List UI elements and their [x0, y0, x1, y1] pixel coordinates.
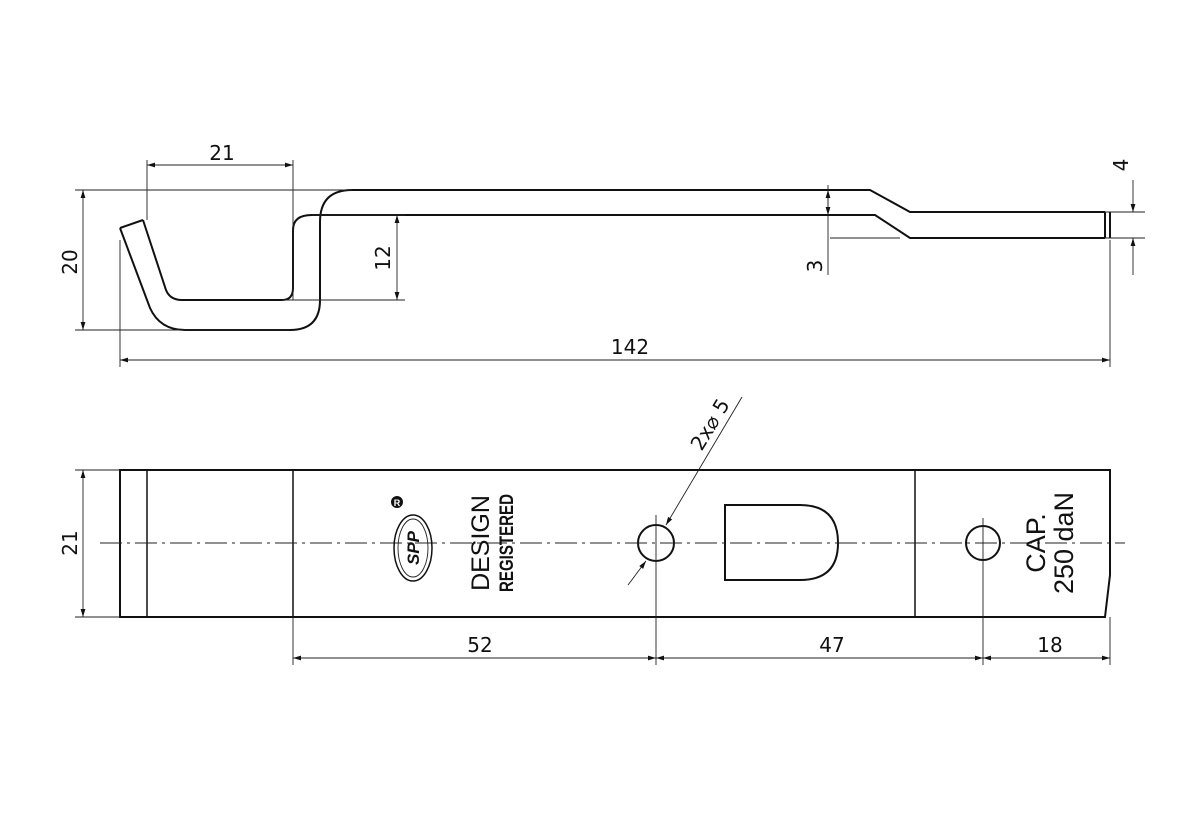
- marking-design: DESIGN: [467, 495, 495, 591]
- dim-hole-callout: 2x⌀ 5: [685, 394, 734, 454]
- dim-hole-spacing: 47: [819, 633, 844, 657]
- hole-leader: [665, 396, 743, 526]
- dim-hole-to-end: 18: [1037, 633, 1062, 657]
- registered-icon: [391, 496, 403, 508]
- side-view: 21 20 12 3 4 142: [58, 141, 1145, 367]
- strap-outline: [119, 469, 1111, 618]
- dim-width: 21: [58, 530, 82, 555]
- slot: [724, 504, 840, 581]
- rod-end: [1104, 212, 1111, 238]
- dim-hook-width: 21: [209, 141, 234, 165]
- marking-cap: CAP.: [1021, 513, 1051, 573]
- hook-inner-profile: [142, 214, 1105, 301]
- registered-letter: R: [394, 498, 401, 508]
- marking-capacity: 250 daN: [1049, 492, 1079, 594]
- dim-overall-length: 142: [611, 335, 649, 359]
- hook-outer-profile: [119, 189, 1105, 331]
- dim-inner-height: 12: [371, 245, 395, 270]
- dim-tip-thickness: 4: [1109, 159, 1133, 172]
- hole-centerlines: [75, 469, 1111, 665]
- bend-lines: [146, 470, 916, 617]
- dim-offset: 3: [803, 260, 827, 273]
- hole-leader-tail: [627, 560, 647, 586]
- extension-lines: [75, 160, 1145, 367]
- plan-view: 2x⌀ 5 21 52 47 18 SPP R DESIGN REGISTERE…: [58, 394, 1125, 665]
- hook-tip-cut: [119, 219, 144, 229]
- logo-text: SPP: [404, 530, 423, 565]
- dim-overall-height: 20: [58, 249, 82, 274]
- spp-logo: SPP R: [391, 496, 433, 582]
- marking-registered: REGISTERED: [497, 494, 518, 592]
- dim-to-first-hole: 52: [467, 633, 492, 657]
